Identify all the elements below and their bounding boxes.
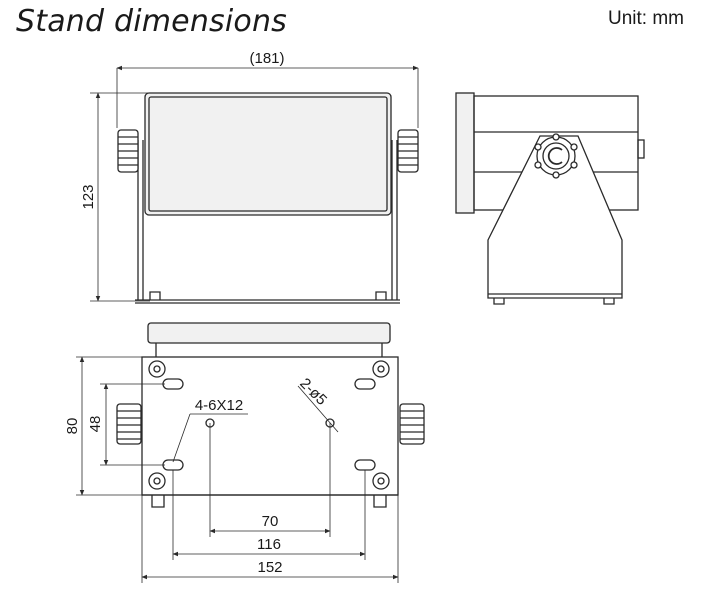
side-view [455,92,645,305]
mount-hole-spec-label: 2-ø5 [296,375,330,409]
dim-bottom-depth: 80 [64,418,81,435]
corner-hole-icon [148,360,166,378]
front-view [90,65,419,304]
left-knob-icon [117,129,139,173]
dim-slot-vertical: 48 [87,416,104,433]
dim-front-width: (181) [249,50,284,67]
slot-hole-icon [354,459,376,471]
dim-front-height: 123 [80,184,97,209]
slot-hole-icon [354,378,376,390]
slot-hole-icon [162,378,184,390]
right-knob-icon [399,403,425,445]
right-knob-icon [397,129,419,173]
corner-hole-icon [148,472,166,490]
dim-slot-spacing: 116 [257,536,281,553]
dim-hole-spacing: 70 [262,513,279,530]
unit-label: Unit: mm [608,8,684,29]
page-title: Stand dimensions [16,4,288,39]
hole-spec-label: 4-6X12 [195,397,243,414]
corner-hole-icon [372,360,390,378]
bottom-view [76,322,425,583]
left-knob-icon [116,403,142,445]
dim-bottom-width: 152 [257,559,282,576]
corner-hole-icon [372,472,390,490]
side-knob-icon [534,133,578,179]
